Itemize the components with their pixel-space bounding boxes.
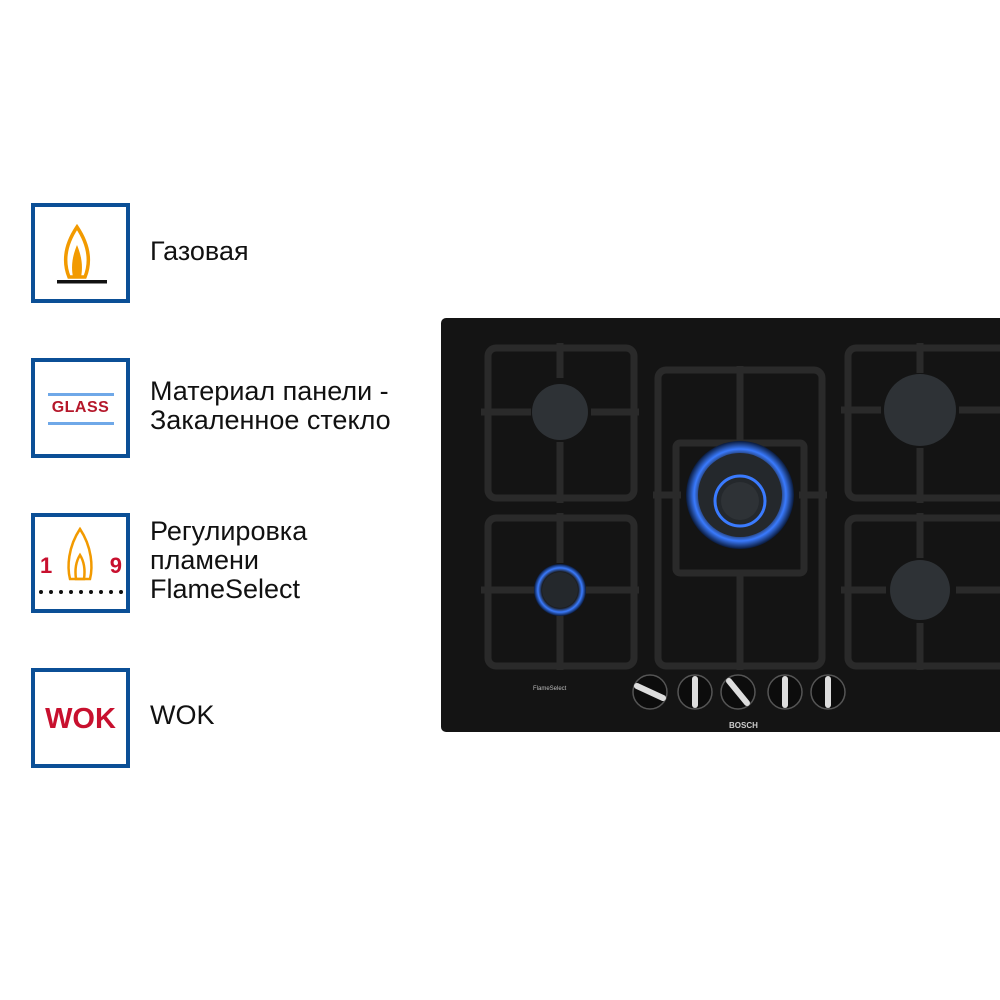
control-knobs xyxy=(632,674,846,710)
bosch-logo: BOSCH xyxy=(729,721,758,730)
cooktop-image: FlameSelect BOSCH xyxy=(441,318,1000,732)
flame-max-label: 9 xyxy=(109,553,122,578)
wok-icon: WOK xyxy=(31,668,130,768)
flame-select-icon: 1 9 xyxy=(31,513,130,613)
feature-wok-text: WOK xyxy=(150,700,215,730)
glass-label: GLASS xyxy=(51,399,110,416)
flameselect-logo: FlameSelect xyxy=(533,686,567,692)
feature-flameselect-text: Регулировка пламени FlameSelect xyxy=(150,516,308,604)
feature-gas-text: Газовая xyxy=(150,236,249,266)
flame-min-label: 1 xyxy=(40,553,53,578)
wok-label: WOK xyxy=(45,703,116,735)
gas-flame-icon xyxy=(31,203,130,303)
glass-icon: GLASS xyxy=(31,358,130,458)
feature-glass-text: Материал панели - Закаленное стекло xyxy=(150,376,391,435)
